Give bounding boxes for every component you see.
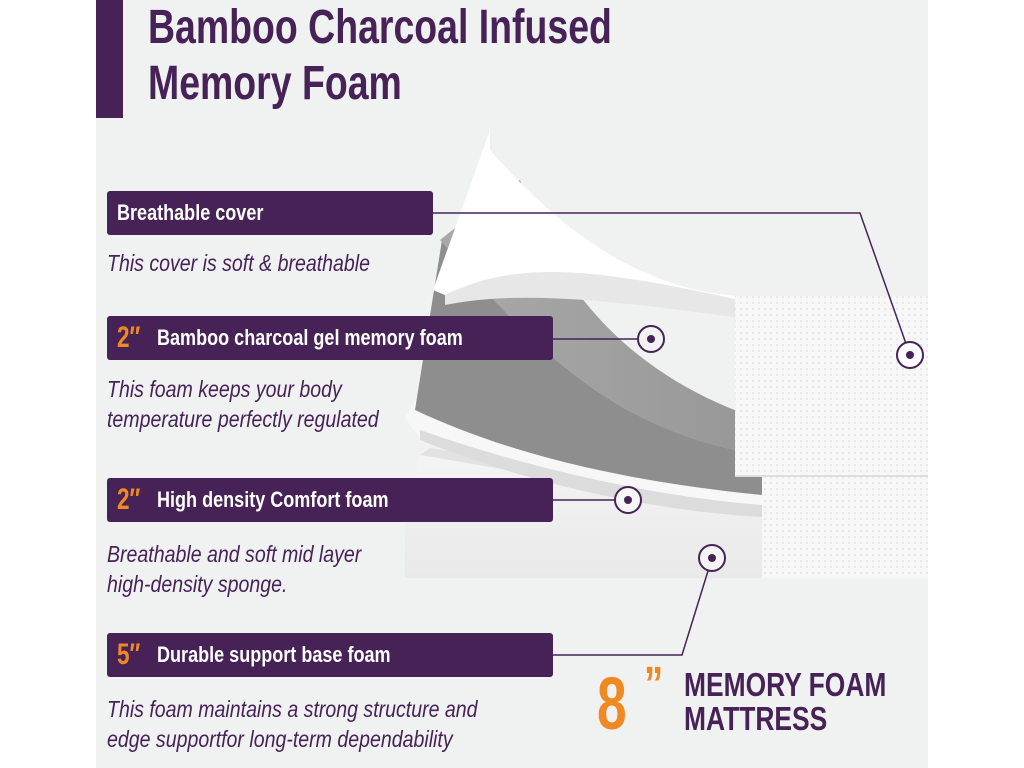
label-support-base-foam: 5″ Durable support base foam — [107, 633, 553, 677]
desc-line: This cover is soft & breathable — [107, 250, 370, 276]
desc-line: This foam keeps your body — [107, 376, 342, 402]
marker-base-foam — [698, 544, 726, 572]
label-text: High density Comfort foam — [157, 487, 389, 512]
thickness-value: 2″ — [117, 483, 141, 516]
gel-memory-foam-layer — [415, 240, 762, 495]
desc-line: high-density sponge. — [107, 571, 288, 597]
cover-curl — [433, 130, 740, 315]
label-text: Breathable cover — [117, 200, 264, 225]
label-breathable-cover: Breathable cover — [107, 191, 433, 235]
product-type-line-2: MATTRESS — [684, 700, 828, 737]
product-type: MEMORY FOAM MATTRESS — [684, 668, 886, 736]
total-thickness-unit: ” — [644, 658, 664, 711]
total-thickness-number: 8 — [597, 662, 627, 745]
cover-fabric-top — [735, 296, 928, 476]
label-gel-memory-foam: 2″ Bamboo charcoal gel memory foam — [107, 316, 553, 360]
desc-line: This foam maintains a strong structure a… — [107, 696, 478, 722]
desc-comfort-foam: Breathable and soft mid layer high-densi… — [107, 539, 361, 599]
label-comfort-foam: 2″ High density Comfort foam — [107, 478, 553, 522]
title-line-1: Bamboo Charcoal Infused — [148, 1, 612, 54]
desc-line: edge supportfor long-term dependability — [107, 726, 453, 752]
thickness-value: 5″ — [117, 638, 141, 671]
cover-fabric-side — [762, 476, 928, 578]
title-accent-bar — [96, 0, 123, 118]
title-line-2: Memory Foam — [148, 57, 402, 110]
marker-gel-foam — [637, 325, 665, 353]
thickness-value: 2″ — [117, 321, 141, 354]
desc-gel-memory-foam: This foam keeps your body temperature pe… — [107, 374, 379, 434]
marker-dots — [614, 325, 924, 572]
label-text: Bamboo charcoal gel memory foam — [157, 325, 463, 350]
desc-line: temperature perfectly regulated — [107, 406, 379, 432]
desc-support-base-foam: This foam maintains a strong structure a… — [107, 694, 478, 754]
desc-breathable-cover: This cover is soft & breathable — [107, 248, 370, 278]
desc-line: Breathable and soft mid layer — [107, 541, 362, 567]
page-title: Bamboo Charcoal Infused Memory Foam — [148, 0, 612, 112]
product-type-line-1: MEMORY FOAM — [684, 666, 887, 703]
marker-comfort-foam — [614, 486, 642, 514]
marker-cover — [896, 341, 924, 369]
label-text: Durable support base foam — [157, 642, 391, 667]
